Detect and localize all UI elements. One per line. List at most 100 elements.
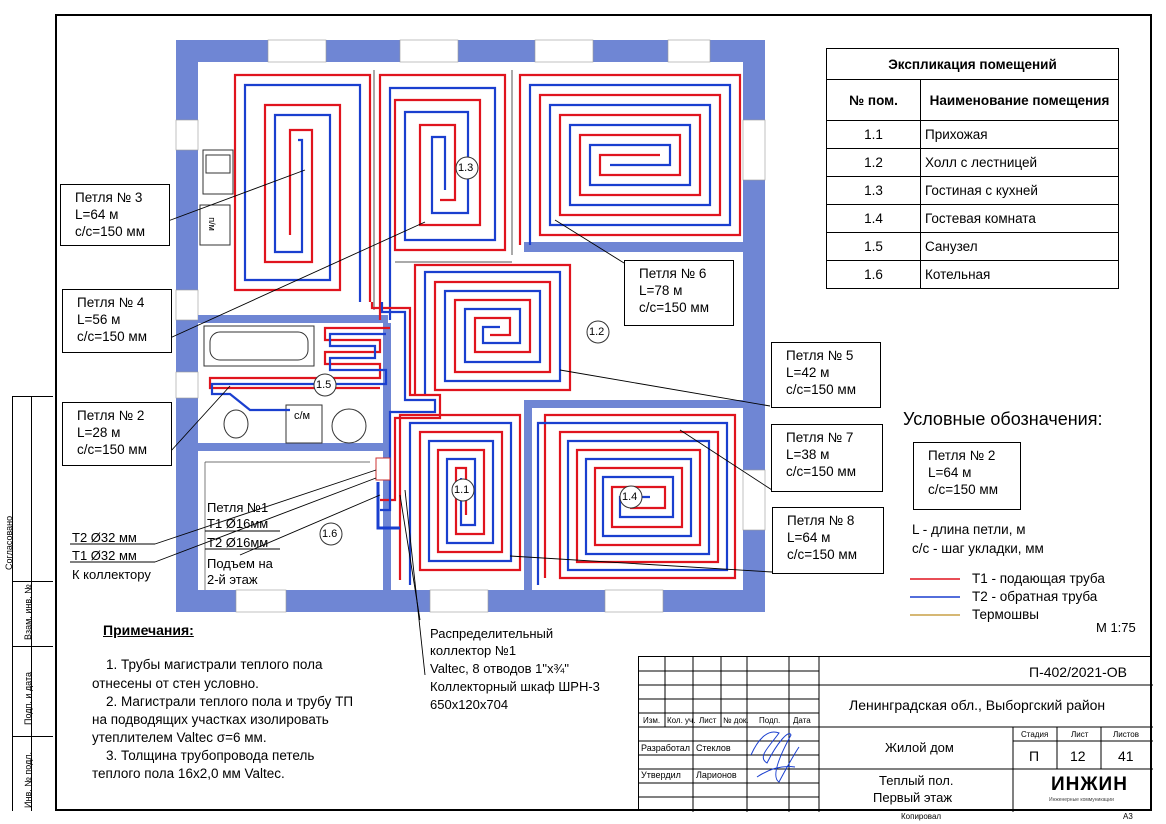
loop2-pipes [208,326,390,412]
title-block: Изм. Кол. уч. Лист № док. Подп. Дата Раз… [638,656,1153,812]
explication-table: Экспликация помещений № пом. Наименовани… [826,48,1119,289]
room-markers [313,156,643,546]
t1-main-label: Т1 Ø32 мм [72,548,137,563]
stamp-sheet-title-2: Первый этаж [873,790,953,805]
loop2-step: с/с=150 мм [77,442,147,457]
stamp-code: П-402/2021-ОВ [1029,664,1128,680]
scale-label: М 1:75 [1096,620,1136,635]
stamp-app-name: Ларионов [696,770,737,780]
stamp-sheets: 41 [1118,748,1134,764]
stamp-h-data: Дата [793,716,811,725]
loop3-length: L=64 м [75,207,119,222]
note-2a: 2. Магистрали теплого пола и трубу ТП [106,694,354,709]
stamp-sheet: 12 [1070,748,1086,764]
legend-sample-step: с/с=150 мм [928,482,998,497]
stamp-h-stage: Стадия [1021,730,1049,739]
legend-lines [910,578,960,616]
room-1-6-number: 1.6 [322,528,338,540]
rise-label-2: 2-й этаж [207,572,258,587]
partitions [373,70,513,310]
collector-note-4: Коллекторный шкаф ШРН-3 [430,679,600,694]
note-1b: отнесены от стен условно. [92,676,259,691]
loop2-length: L=28 м [77,425,121,440]
col-num-header: № пом. [826,79,921,121]
loop6-length: L=78 м [639,283,683,298]
t2-main-label: Т2 Ø32 мм [72,530,137,545]
loop4-step: с/с=150 мм [77,329,147,344]
loop7-name: Петля № 7 [786,430,854,445]
note-2b: на подводящих участках изолировать [92,712,329,727]
legend-thermo: Термошвы [972,607,1039,622]
loop4-pipes [378,73,507,320]
drawing-frame [55,14,1152,811]
loop3-name: Петля № 3 [75,190,143,205]
loop8-box: Петля № 8 L=64 м с/с=150 мм [772,507,884,574]
stamp-location: Ленинградская обл., Выборгский район [849,697,1106,713]
copied-label: Копировал [901,812,942,821]
format-label: А3 [1123,812,1133,821]
pm-label: п/м [206,217,217,231]
loop6-pipes [518,73,742,245]
note-2c: утеплителем Valtec σ=6 мм. [92,730,267,745]
leader-lines [70,169,773,676]
stamp-h-ndok: № док. [723,716,749,725]
collector-note-1: Распределительный [430,626,554,641]
stamp-h-izm: Изм. [643,716,661,725]
loop7-length: L=38 м [786,447,830,462]
loop5-length: L=42 м [786,365,830,380]
loop4-box: Петля № 4 L=56 м с/с=150 мм [62,289,172,353]
loop5-name: Петля № 5 [786,348,854,363]
room-1-1-number: 1.1 [454,484,470,496]
legend-def-l: L - длина петли, м [912,522,1026,537]
stamp-object: Жилой дом [885,740,954,755]
stamp-h-list: Лист [699,716,717,725]
loop5-pipes [413,263,572,395]
cm-label: с/м [294,410,311,422]
loop3-pipes [233,73,372,302]
loop7-box: Петля № 7 L=38 м с/с=150 мм [771,424,883,492]
loop2-box: Петля № 2 L=28 м с/с=150 мм [62,402,172,466]
note-3b: теплого пола 16х2,0 мм Valtec. [92,766,285,781]
explication-title: Экспликация помещений [826,48,1119,80]
loop5-step: с/с=150 мм [786,382,856,397]
note-1a: 1. Трубы магистрали теплого пола [106,657,323,672]
room-1-5-number: 1.5 [316,379,332,391]
loop6-box: Петля № 6 L=78 м с/с=150 мм [624,260,734,326]
legend-t1: Т1 - подающая труба [972,571,1105,586]
notes-title: Примечания: [103,622,194,638]
loop3-step: с/с=150 мм [75,224,145,239]
legend-sample-length: L=64 м [928,465,972,480]
collector-box [375,457,391,481]
side-stamp [12,396,53,811]
title-block-grid [639,657,1153,812]
stamp-app-role: Утвердил [641,770,681,780]
loop6-step: с/с=150 мм [639,300,709,315]
stamp-h-kol: Кол. уч. [667,716,696,725]
loop6-name: Петля № 6 [639,266,707,281]
loop8-pipes [398,413,522,585]
loop8-step: с/с=150 мм [787,547,857,562]
loop8-name: Петля № 8 [787,513,855,528]
loop8-length: L=64 м [787,530,831,545]
stamp-sheet-title-1: Теплый пол. [879,773,954,788]
collector-note-2: коллектор №1 [430,643,517,658]
room-1-2-number: 1.2 [589,326,605,338]
loop1-t2: Т2 Ø16мм [207,535,269,550]
collector-note-5: 650х120х704 [430,697,509,712]
legend-def-cc: с/с - шаг укладки, мм [912,541,1044,556]
note-3a: 3. Толщина трубопровода петель [106,748,315,763]
fixtures [199,149,367,444]
col-name-header: Наименование помещения [920,79,1119,121]
loop1-t1: Т1 Ø16мм [207,516,269,531]
loop4-name: Петля № 4 [77,295,145,310]
company-logo: ИНЖИН [1051,774,1128,795]
stamp-dev-name: Стеклов [696,743,731,753]
room-1-3-number: 1.3 [458,162,474,174]
legend-sample-name: Петля № 2 [928,448,996,463]
